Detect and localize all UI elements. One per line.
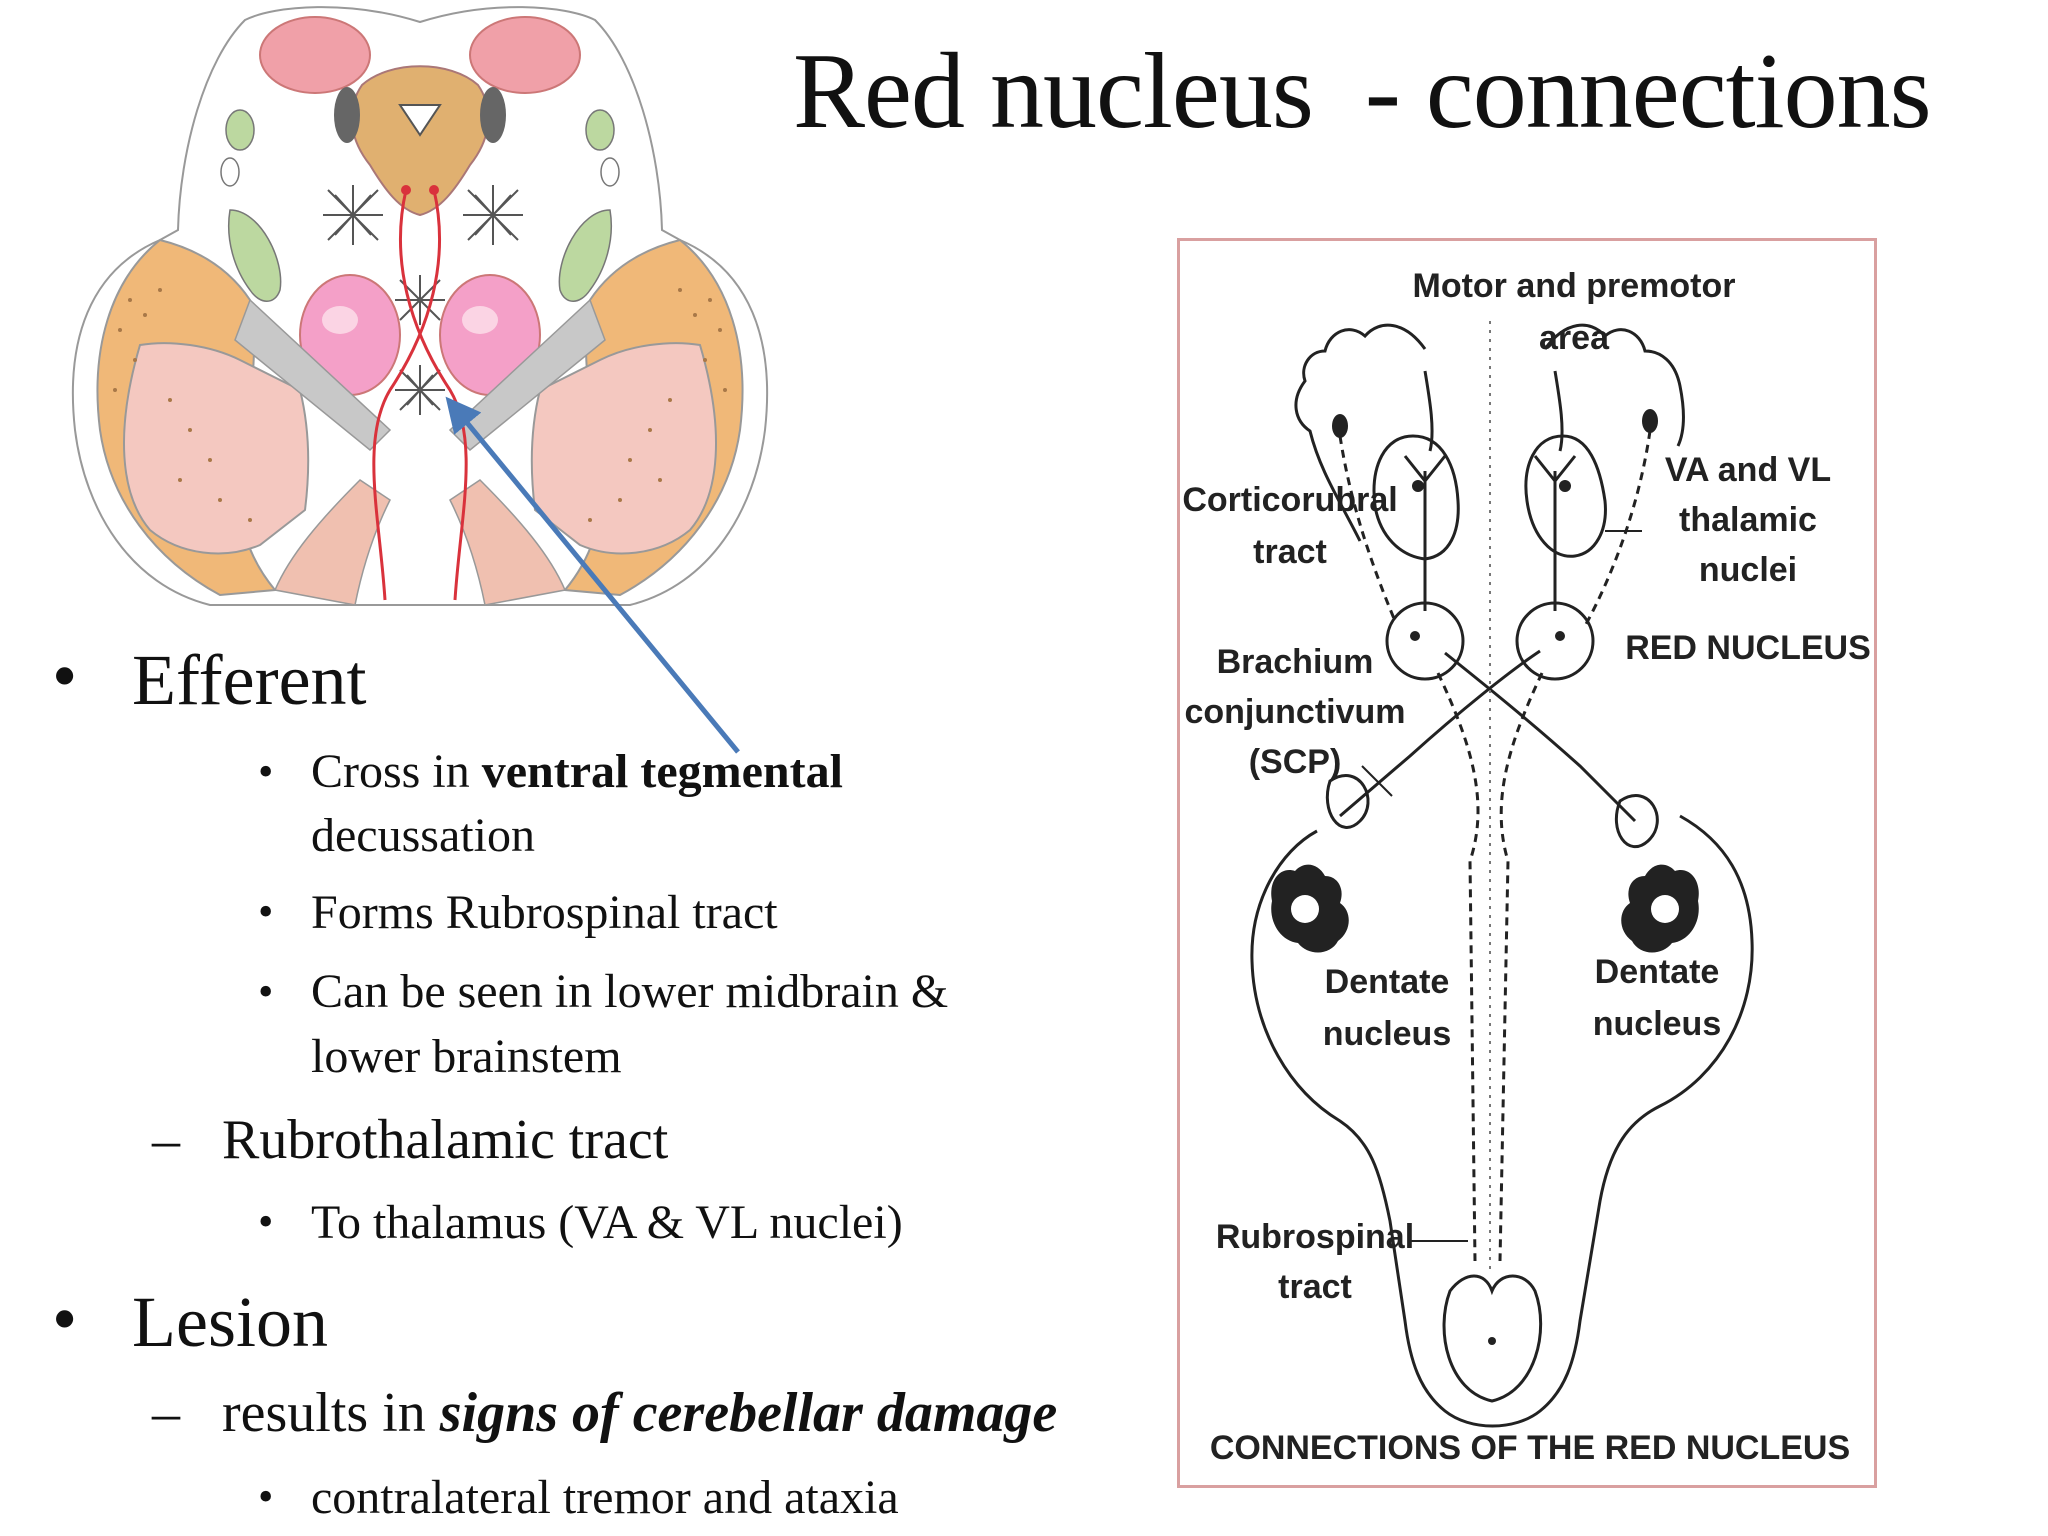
- connections-diagram: Motor and premotor area Corticorubral tr…: [1182, 267, 1871, 1467]
- bullet-marker: •: [258, 967, 274, 1016]
- slide-title: Red nucleus - connections: [793, 32, 1932, 151]
- bullet-marker: •: [258, 747, 274, 796]
- bullet-marker: •: [258, 1197, 274, 1246]
- left-cortex-outline: [1294, 323, 1427, 542]
- label-red-nucleus: RED NUCLEUS: [1625, 629, 1871, 667]
- bullet-marker: •: [258, 1472, 274, 1521]
- results-text: results in: [222, 1382, 440, 1444]
- label-brachium-line2: conjunctivum: [1184, 693, 1405, 731]
- ventral-tegmental-text: ventral tegmental: [481, 745, 843, 798]
- bullet-cross: Cross in ventral tegmental: [311, 748, 843, 796]
- bullet-contralateral: contralateral tremor and ataxia: [311, 1471, 899, 1524]
- bullet-cross-line2: decussation: [311, 809, 535, 862]
- periaqueductal-gray: [350, 65, 490, 217]
- connections-diagram-figure: Motor and premotor area Corticorubral tr…: [1177, 238, 1877, 1488]
- dash-marker: –: [152, 1109, 180, 1171]
- left-superior-colliculus: [259, 16, 371, 94]
- label-brachium-line3: (SCP): [1249, 743, 1342, 781]
- right-rubrospinal-tract: [1498, 672, 1544, 1262]
- bullet-efferent: Efferent: [132, 640, 367, 720]
- right-thalamus: [1524, 434, 1607, 558]
- bullet-lesion: Lesion: [132, 1282, 328, 1362]
- label-va-vl-line1: VA and VL: [1665, 451, 1831, 489]
- left-rubrospinal-tract: [1436, 672, 1480, 1262]
- right-corticorubral-tract: [1583, 430, 1652, 627]
- bullet-marker: •: [258, 887, 274, 936]
- label-va-vl-line3: nuclei: [1699, 551, 1797, 589]
- bullet-to-thalamus: To thalamus (VA & VL nuclei): [311, 1196, 903, 1249]
- label-va-vl-line2: thalamic: [1679, 501, 1817, 539]
- bullet-can-be-seen-line2: lower brainstem: [311, 1030, 622, 1083]
- label-dentate-right-line1: Dentate: [1595, 953, 1720, 991]
- right-cortex-outline: [1543, 323, 1685, 447]
- bullet-results: results in signs of cerebellar damage: [222, 1385, 1057, 1441]
- label-dentate-left-line2: nucleus: [1323, 1015, 1451, 1053]
- right-cerebellar-peduncle: [1614, 794, 1659, 849]
- label-corticorubral-line2: tract: [1253, 533, 1327, 571]
- bullet-list: • Efferent • Cross in ventral tegmental …: [52, 636, 1057, 1524]
- cross-text: Cross in: [311, 745, 482, 798]
- figure-caption: CONNECTIONS OF THE RED NUCLEUS: [1210, 1429, 1850, 1467]
- label-dentate-right-line2: nucleus: [1593, 1005, 1721, 1043]
- bullet-forms-rubrospinal: Forms Rubrospinal tract: [311, 886, 778, 939]
- left-cerebellar-peduncle: [1325, 774, 1370, 829]
- brainstem-outline: [1250, 814, 1754, 1428]
- signs-cerebellar-damage-text: signs of cerebellar damage: [439, 1382, 1058, 1444]
- left-red-nucleus-circle: [1385, 601, 1465, 681]
- bullet-marker: •: [52, 636, 78, 716]
- label-motor-line1: Motor and premotor: [1413, 267, 1736, 305]
- right-red-nucleus-circle: [1515, 601, 1595, 681]
- bullet-rubrothalamic: Rubrothalamic tract: [222, 1109, 669, 1171]
- label-motor-line2: area: [1539, 319, 1610, 357]
- bullet-marker: •: [52, 1279, 78, 1359]
- label-dentate-left-line1: Dentate: [1325, 963, 1450, 1001]
- right-superior-colliculus: [469, 16, 581, 94]
- label-corticorubral-line1: Corticorubral: [1182, 481, 1397, 519]
- left-dentato-rubral-fibers: [1339, 649, 1541, 818]
- label-rubrospinal-line1: Rubrospinal: [1216, 1218, 1414, 1256]
- left-corticorubral-tract: [1338, 435, 1397, 622]
- dash-marker: –: [152, 1382, 180, 1444]
- bullet-can-be-seen: Can be seen in lower midbrain &: [311, 965, 949, 1018]
- label-brachium-line1: Brachium: [1217, 643, 1374, 681]
- cerebral-aqueduct: [398, 104, 442, 137]
- right-dentato-rubral-fibers: [1444, 651, 1637, 823]
- label-rubrospinal-line2: tract: [1278, 1268, 1352, 1306]
